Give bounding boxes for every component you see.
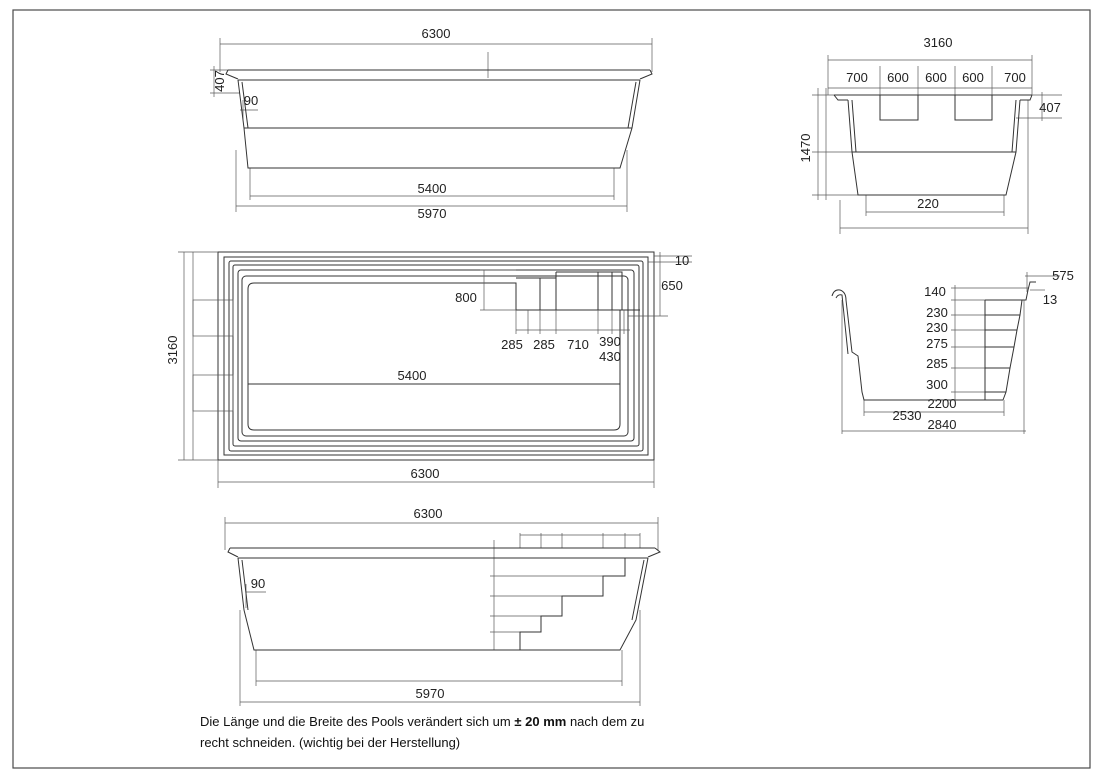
note-text: Die Länge und die Breite des Pools verän… <box>200 714 511 729</box>
elevation-stairs-dimension-lines <box>224 517 659 706</box>
pool-rim <box>225 69 653 81</box>
stair-section-left-wall <box>831 289 1003 401</box>
floor-width-label: 2200 <box>928 396 957 411</box>
wall-offset-label: 90 <box>251 576 265 591</box>
tolerance-note-line-2: recht schneiden. (wichtig bei der Herste… <box>200 735 461 750</box>
note-text: nach dem zu <box>569 714 645 729</box>
stair-blocks <box>516 271 640 330</box>
segment-label: 600 <box>887 70 909 85</box>
section-body <box>847 99 1021 196</box>
overall-length-label: 6300 <box>411 466 440 481</box>
overall-width-label: 3160 <box>924 35 953 50</box>
elevation-stairs-view: 6300 90 5970 <box>224 506 661 706</box>
rim-height-label: 407 <box>212 70 227 92</box>
plan-dimension-lines <box>178 251 692 488</box>
wall-offset-label: 90 <box>244 93 258 108</box>
depth-label: 1470 <box>798 134 813 163</box>
stair-last-label: 430 <box>599 349 621 364</box>
overall-width-label: 2840 <box>928 417 957 432</box>
step-height-label: 275 <box>926 336 948 351</box>
section-notches <box>879 95 993 121</box>
step-height-label: 285 <box>926 356 948 371</box>
overall-width-label: 3160 <box>165 336 180 365</box>
stair-tread-label: 710 <box>567 337 589 352</box>
body-length-label: 5970 <box>416 686 445 701</box>
cross-section-view: 3160 700 600 600 600 700 407 1470 220 <box>798 35 1062 234</box>
pool-basin <box>247 282 621 431</box>
stair-section-view: 575 13 140 230 230 275 285 300 2200 2530… <box>831 268 1074 434</box>
segment-label: 700 <box>1004 70 1026 85</box>
overall-length-label: 6300 <box>414 506 443 521</box>
pool-body <box>237 79 641 169</box>
step-height-label: 230 <box>926 320 948 335</box>
body-length-label: 5970 <box>418 206 447 221</box>
tolerance-note: Die Länge und die Breite des Pools verän… <box>200 711 644 753</box>
floor-width-label: 220 <box>917 196 939 211</box>
stair-depth-label: 800 <box>455 290 477 305</box>
inner-length-label: 5400 <box>398 368 427 383</box>
cross-section-dimension-lines <box>812 55 1062 234</box>
overall-length-label: 6300 <box>422 26 451 41</box>
pool-body <box>237 557 649 651</box>
stair-tread-label: 390 <box>599 334 621 349</box>
step-height-label: 300 <box>926 377 948 392</box>
pool-rim <box>227 547 661 559</box>
rim-step-label: 10 <box>675 253 689 268</box>
segment-label: 600 <box>925 70 947 85</box>
top-offset-label: 575 <box>1052 268 1074 283</box>
drawing-frame <box>12 9 1091 769</box>
stair-tread-label: 285 <box>533 337 555 352</box>
tolerance-note-line-1: Die Länge und die Breite des Pools verän… <box>200 711 644 732</box>
stair-tread-label: 285 <box>501 337 523 352</box>
pool-outline-rectangles <box>217 251 655 461</box>
segment-label: 600 <box>962 70 984 85</box>
lip-label: 13 <box>1043 292 1057 307</box>
step-height-label: 230 <box>926 305 948 320</box>
mid-width-label: 2530 <box>893 408 922 423</box>
rim-height-label: 407 <box>1039 100 1061 115</box>
elevation-long-view: 6300 407 90 5400 5970 <box>210 26 653 221</box>
elevation-long-dimension-lines <box>210 38 653 212</box>
plan-view: 800 285 285 710 390 430 10 650 3160 5400… <box>165 251 692 488</box>
segment-label: 700 <box>846 70 868 85</box>
pool-stairs <box>519 558 626 650</box>
stair-zone-label: 650 <box>661 278 683 293</box>
note-tolerance-value: ± 20 mm <box>514 714 567 729</box>
step-height-label: 140 <box>924 284 946 299</box>
section-rim <box>833 94 1033 101</box>
floor-length-label: 5400 <box>418 181 447 196</box>
stair-section-steps <box>984 281 1036 401</box>
